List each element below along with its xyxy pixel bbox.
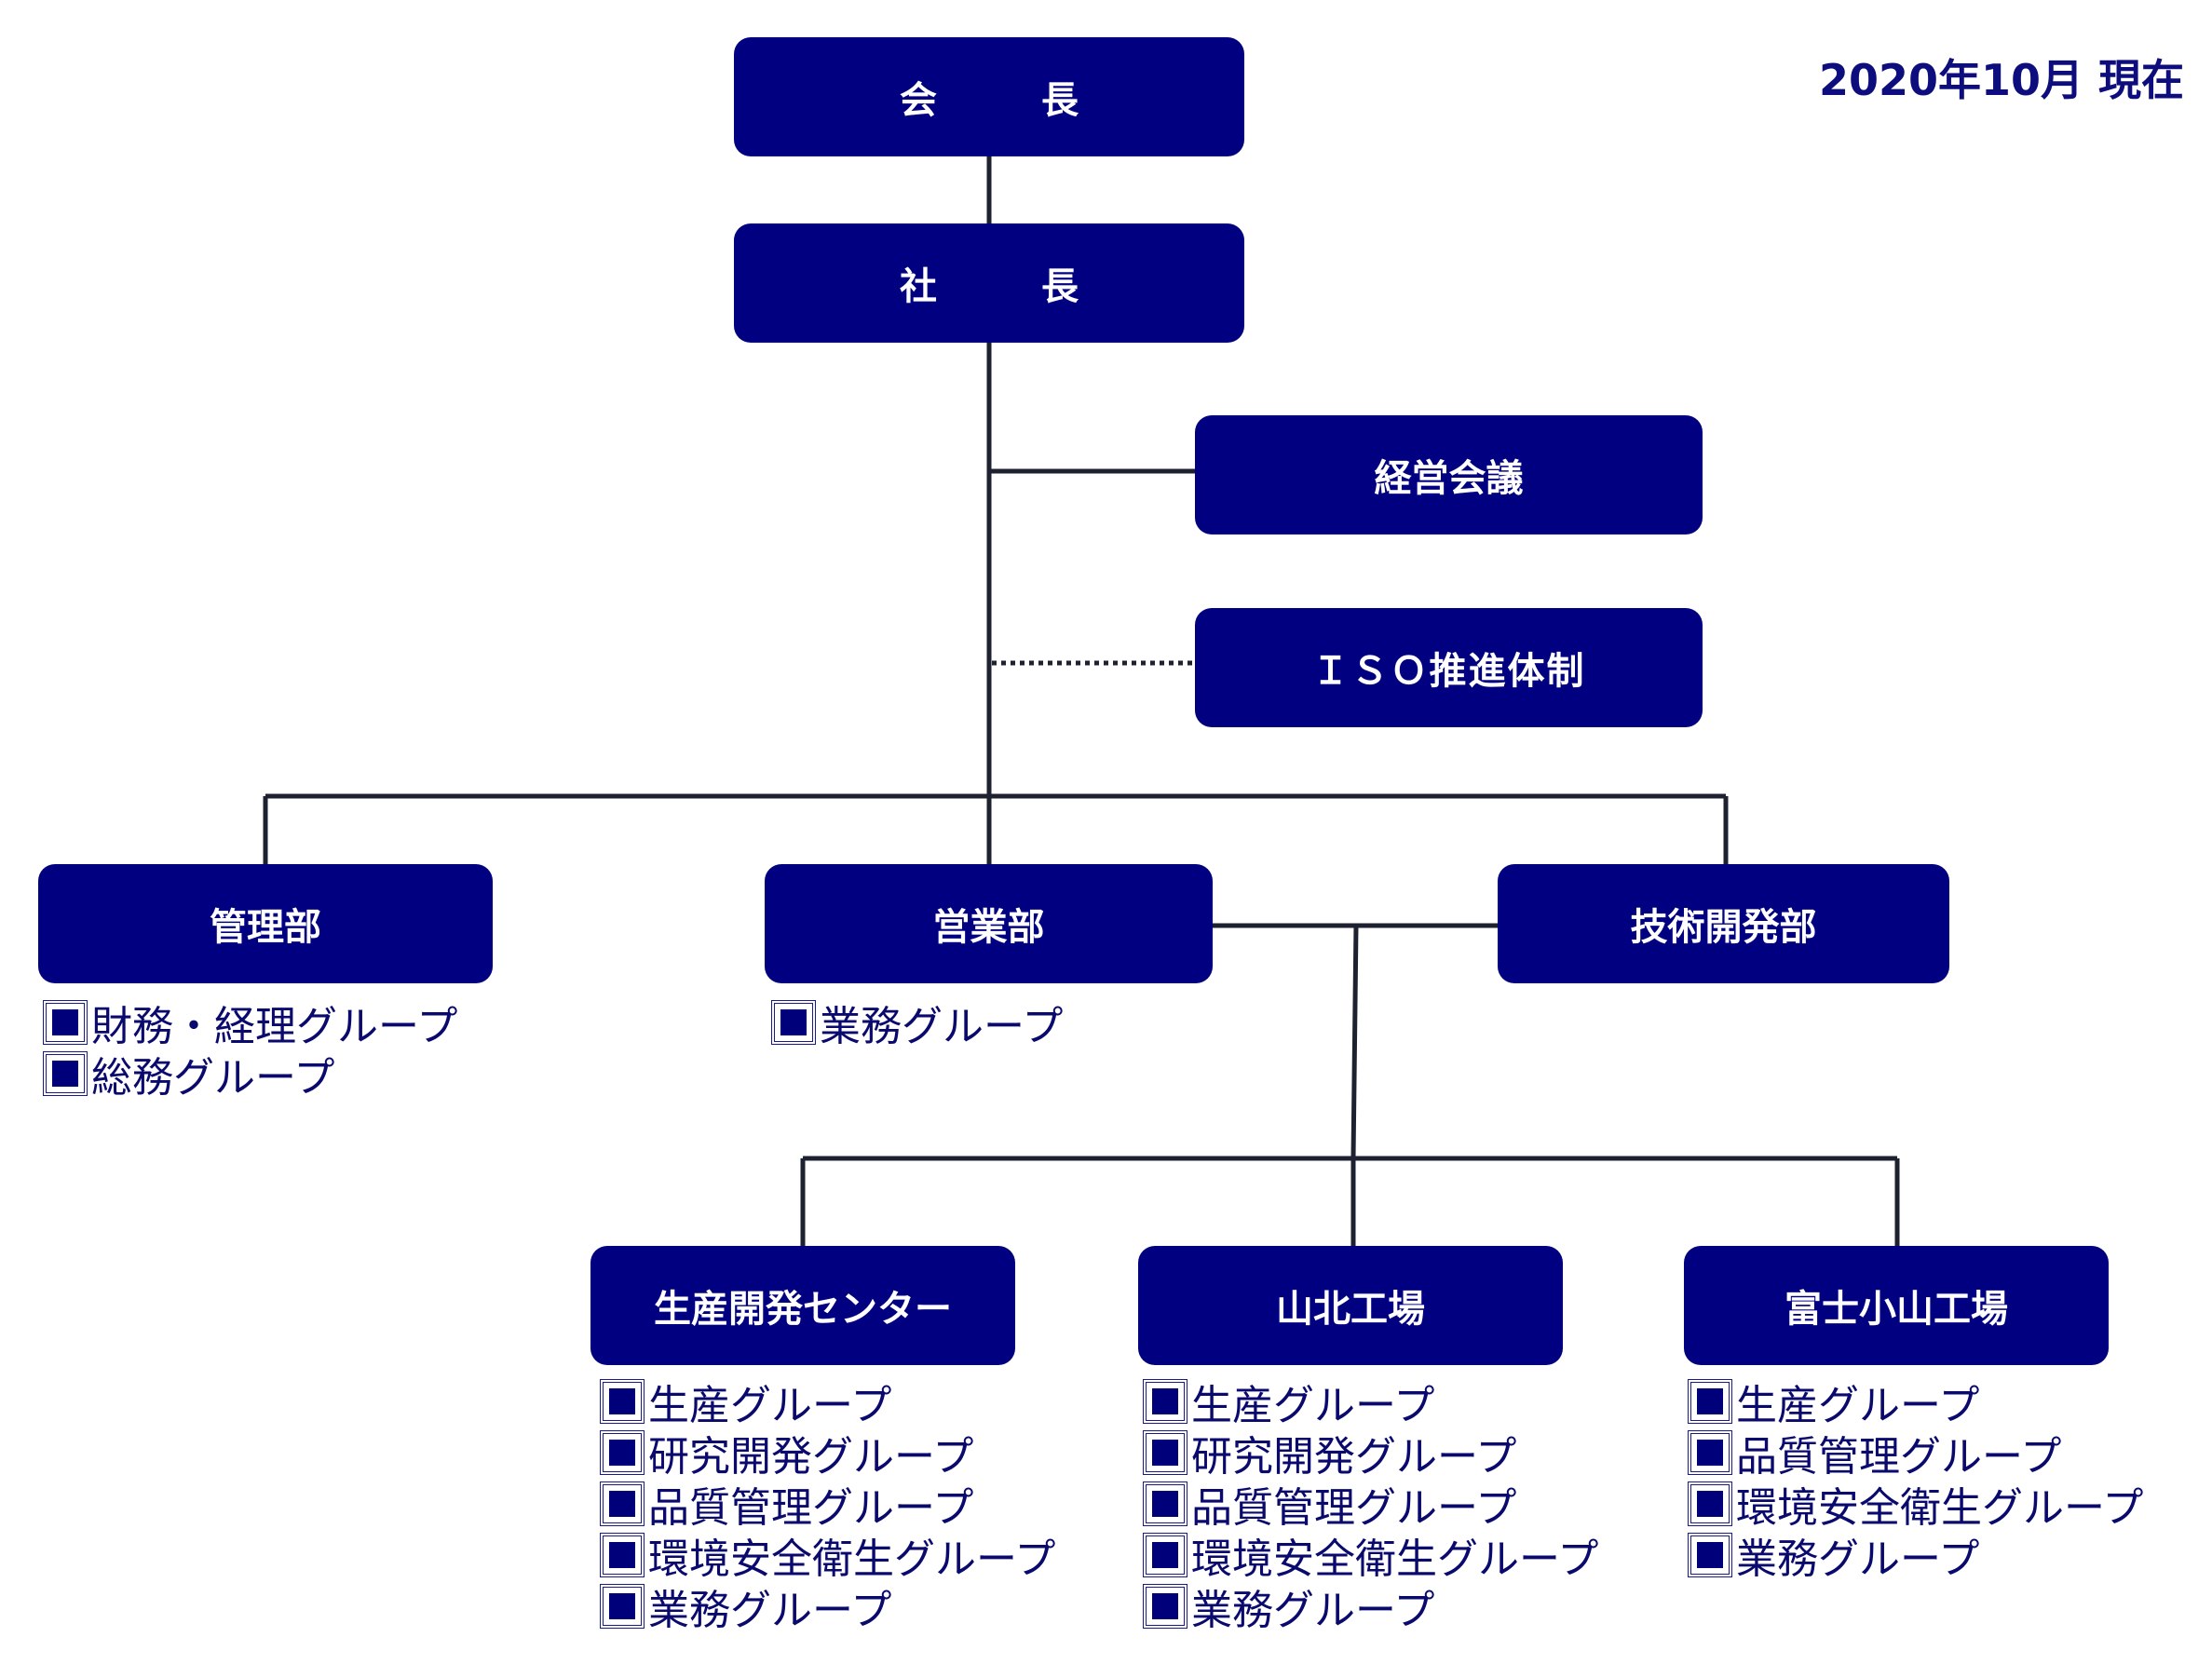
group-label: 生産グループ [648, 1381, 892, 1429]
group-label: 業務グループ [1191, 1586, 1435, 1634]
square-bullet-icon [1688, 1378, 1732, 1424]
square-bullet-icon [1143, 1481, 1187, 1526]
list-item: 財務・経理グループ [43, 996, 457, 1050]
president-box: 社 長 [734, 223, 1244, 343]
group-label: 業務グループ [1736, 1535, 1980, 1583]
sales-group-list: 業務グループ [771, 996, 1063, 1050]
square-bullet-icon [600, 1429, 645, 1475]
fuji-oyama-factory-box: 富士小山工場 [1684, 1246, 2109, 1365]
square-bullet-icon [600, 1583, 645, 1629]
group-label: 品質管理グループ [648, 1483, 974, 1532]
square-bullet-icon [1143, 1532, 1187, 1577]
group-label: 環境安全衛生グループ [1736, 1483, 2144, 1532]
list-item: 業務グループ [1143, 1580, 1598, 1634]
group-label: 生産グループ [1736, 1381, 1980, 1429]
group-label: 環境安全衛生グループ [648, 1535, 1056, 1583]
group-label: 総務グループ [91, 1053, 335, 1102]
square-bullet-icon [600, 1481, 645, 1526]
square-bullet-icon [43, 1050, 88, 1096]
square-bullet-icon [771, 999, 816, 1045]
list-item: 環境安全衛生グループ [1688, 1478, 2143, 1532]
list-item: 研究開発グループ [600, 1427, 1055, 1481]
square-bullet-icon [1143, 1583, 1187, 1629]
sales-dept-box: 営業部 [765, 864, 1213, 983]
group-label: 品質管理グループ [1736, 1432, 2062, 1481]
square-bullet-icon [600, 1532, 645, 1577]
line-to-factories [1350, 925, 1359, 1159]
list-item: 生産グループ [1143, 1375, 1598, 1429]
date-label: 2020年10月 現在 [1818, 55, 2184, 105]
square-bullet-icon [1688, 1532, 1732, 1577]
square-bullet-icon [1688, 1481, 1732, 1526]
group-label: 生産グループ [1191, 1381, 1435, 1429]
square-bullet-icon [1143, 1429, 1187, 1475]
list-item: 研究開発グループ [1143, 1427, 1598, 1481]
square-bullet-icon [1688, 1429, 1732, 1475]
admin-group-list: 財務・経理グループ 総務グループ [43, 996, 457, 1102]
list-item: 業務グループ [771, 996, 1063, 1050]
prod-center-group-list: 生産グループ 研究開発グループ 品質管理グループ 環境安全衛生グループ 業務グル… [600, 1375, 1055, 1634]
square-bullet-icon [600, 1378, 645, 1424]
list-item: 環境安全衛生グループ [1143, 1529, 1598, 1583]
list-item: 環境安全衛生グループ [600, 1529, 1055, 1583]
yamakita-group-list: 生産グループ 研究開発グループ 品質管理グループ 環境安全衛生グループ 業務グル… [1143, 1375, 1598, 1634]
group-label: 品質管理グループ [1191, 1483, 1517, 1532]
square-bullet-icon [43, 999, 88, 1045]
fuji-oyama-group-list: 生産グループ 品質管理グループ 環境安全衛生グループ 業務グループ [1688, 1375, 2143, 1583]
group-label: 業務グループ [820, 1002, 1064, 1050]
iso-promotion-box: ＩＳＯ推進体制 [1195, 608, 1703, 727]
group-label: 環境安全衛生グループ [1191, 1535, 1599, 1583]
group-label: 業務グループ [648, 1586, 892, 1634]
list-item: 生産グループ [600, 1375, 1055, 1429]
list-item: 生産グループ [1688, 1375, 2143, 1429]
group-label: 財務・経理グループ [91, 1002, 458, 1050]
group-label: 研究開発グループ [1191, 1432, 1517, 1481]
list-item: 業務グループ [1688, 1529, 2143, 1583]
square-bullet-icon [1143, 1378, 1187, 1424]
prod-center-box: 生産開発センター [590, 1246, 1015, 1365]
management-meeting-box: 経営会議 [1195, 415, 1703, 534]
admin-dept-box: 管理部 [38, 864, 493, 983]
group-label: 研究開発グループ [648, 1432, 974, 1481]
tech-dev-dept-box: 技術開発部 [1498, 864, 1949, 983]
list-item: 総務グループ [43, 1048, 457, 1102]
yamakita-factory-box: 山北工場 [1138, 1246, 1563, 1365]
chairman-box: 会 長 [734, 37, 1244, 156]
list-item: 業務グループ [600, 1580, 1055, 1634]
list-item: 品質管理グループ [600, 1478, 1055, 1532]
list-item: 品質管理グループ [1143, 1478, 1598, 1532]
list-item: 品質管理グループ [1688, 1427, 2143, 1481]
